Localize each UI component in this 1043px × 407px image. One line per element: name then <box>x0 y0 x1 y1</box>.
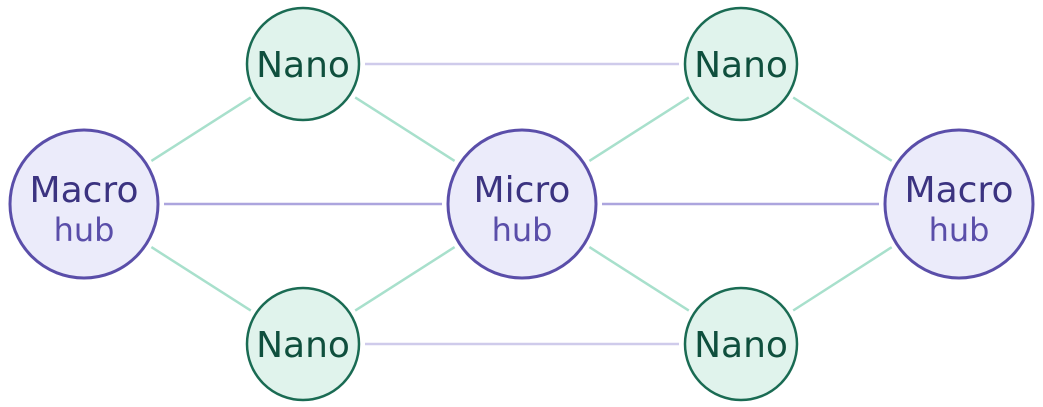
nano-bottom-right-label: Nano <box>694 325 788 366</box>
node-macro-right: Macro hub <box>883 128 1035 280</box>
edge-macro-left-to-nano-tl <box>150 96 252 162</box>
edge-micro-to-nano-br <box>588 246 690 312</box>
macro-right-circle <box>883 128 1035 280</box>
edge-nano-br-to-macro-right <box>792 246 893 312</box>
macro-right-title: Macro <box>905 170 1014 211</box>
node-micro: Micro hub <box>446 128 598 280</box>
edges-layer <box>150 62 893 346</box>
macro-left-title: Macro <box>30 170 139 211</box>
micro-circle <box>446 128 598 280</box>
edge-micro-to-nano-tr <box>588 96 690 162</box>
edge-macro-left-to-nano-bl <box>150 246 252 312</box>
node-nano-top-left: Nano <box>245 6 361 122</box>
nano-top-right-circle <box>683 6 799 122</box>
nano-top-left-label: Nano <box>256 45 350 86</box>
edge-nano-tl-to-micro <box>354 96 456 162</box>
edge-nano-tr-to-macro-right <box>792 96 893 162</box>
node-nano-top-right: Nano <box>683 6 799 122</box>
macro-right-subtitle: hub <box>929 211 990 249</box>
node-nano-bottom-left: Nano <box>245 286 361 402</box>
nano-bottom-left-circle <box>245 286 361 402</box>
nano-top-right-label: Nano <box>694 45 788 86</box>
micro-subtitle: hub <box>492 211 553 249</box>
macro-left-circle <box>8 128 160 280</box>
macro-left-subtitle: hub <box>54 211 115 249</box>
nodes-layer: Macro hub Micro hub Macro hub Nano Nano … <box>8 6 1035 402</box>
edge-nano-bl-to-micro <box>354 246 456 312</box>
node-macro-left: Macro hub <box>8 128 160 280</box>
nano-bottom-right-circle <box>683 286 799 402</box>
node-nano-bottom-right: Nano <box>683 286 799 402</box>
nano-bottom-left-label: Nano <box>256 325 350 366</box>
micro-title: Micro <box>474 170 571 211</box>
nano-top-left-circle <box>245 6 361 122</box>
